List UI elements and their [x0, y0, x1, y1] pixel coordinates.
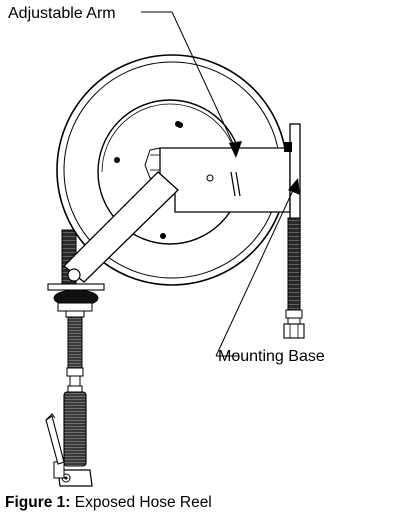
- hose-lower: [66, 316, 84, 393]
- hub-bolt: [114, 157, 120, 163]
- hub-bolt: [160, 233, 166, 239]
- callout-adjustable-arm: Adjustable Arm: [8, 5, 242, 158]
- arrowhead: [288, 178, 300, 195]
- outer-bolt: [175, 121, 181, 127]
- callout-mounting-base: Mounting Base: [215, 178, 325, 365]
- hose-right: [283, 217, 305, 339]
- adjustable-arm-label: Adjustable Arm: [8, 5, 116, 22]
- arm-housing: [159, 147, 291, 213]
- arm-diagonal: [63, 171, 179, 283]
- arrowhead: [229, 141, 242, 158]
- mounting-base-label: Mounting Base: [218, 348, 325, 365]
- figure-caption: Figure 1: Exposed Hose Reel: [5, 494, 212, 512]
- spray-gun: [45, 391, 93, 487]
- hose-guide: [47, 283, 105, 318]
- caption-text: Exposed Hose Reel: [70, 494, 212, 511]
- caption-label: Figure 1:: [5, 494, 71, 511]
